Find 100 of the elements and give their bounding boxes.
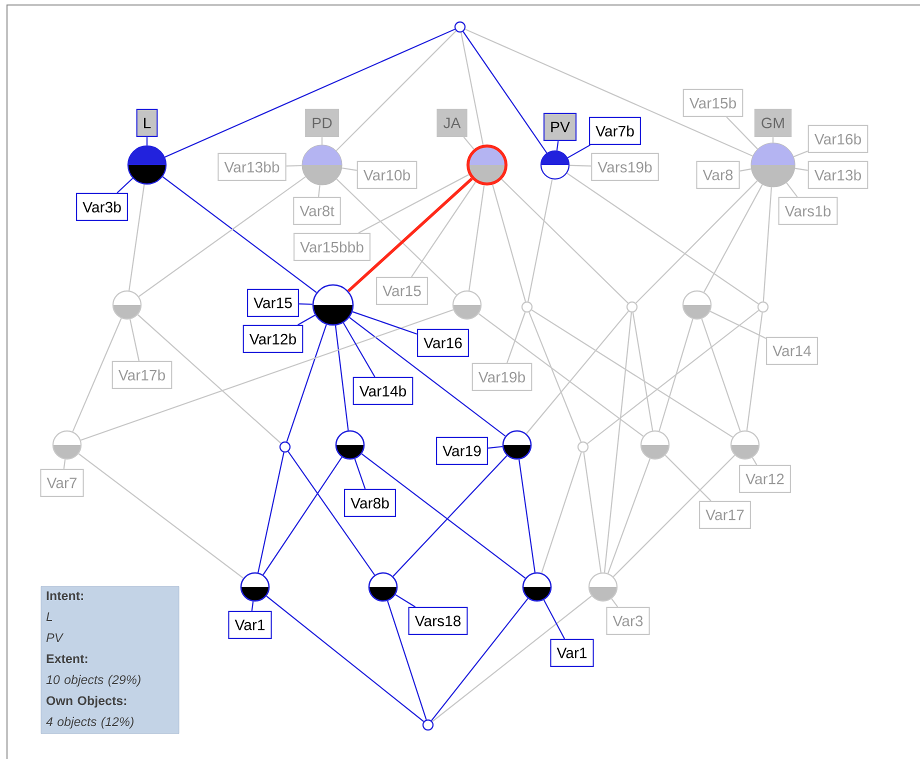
object-label: Var7: [40, 468, 84, 498]
lattice-line: [462, 31, 548, 154]
object-label: Var16: [417, 328, 469, 358]
object-label: Var7b: [589, 116, 641, 146]
connector-line: [352, 311, 418, 335]
connector-line: [342, 322, 376, 378]
concept-circle: [540, 150, 570, 180]
object-label: Var16b: [808, 124, 868, 154]
connector-line: [567, 144, 591, 158]
concept-circle: [240, 572, 270, 602]
lattice-line: [501, 178, 628, 304]
lattice-line: [528, 179, 553, 302]
lattice-line: [431, 598, 528, 721]
object-label: Var17: [699, 500, 752, 530]
concept-circle: [368, 572, 398, 602]
lattice-line: [80, 309, 454, 441]
lattice-line: [478, 313, 644, 437]
lattice-line: [78, 453, 244, 579]
connector-line: [664, 454, 712, 502]
object-label: Var13bb: [218, 152, 286, 182]
object-label: Var14b: [352, 376, 414, 406]
connector-line: [710, 310, 766, 339]
connector-line: [506, 312, 526, 364]
concept-circle: [454, 21, 466, 33]
object-label: Var8: [696, 160, 740, 190]
lattice-line: [636, 180, 758, 304]
connector-line: [543, 600, 566, 640]
object-label: Var15: [247, 288, 300, 318]
connector-line: [318, 185, 320, 197]
lattice-line: [701, 318, 741, 432]
lattice-line: [258, 452, 284, 573]
concept-circle: [682, 290, 712, 320]
object-label: Var15b: [682, 88, 744, 118]
connector-line: [794, 168, 808, 171]
lattice-line: [604, 312, 632, 573]
lattice-line: [392, 455, 508, 577]
connector-line: [410, 182, 476, 278]
connector-line: [726, 116, 758, 150]
lattice-line: [658, 318, 694, 432]
attribute-label: PD: [305, 108, 339, 138]
object-label: Vars1b: [778, 196, 838, 226]
connector-line: [395, 594, 416, 608]
lattice-line: [288, 451, 376, 576]
lattice-line: [361, 453, 526, 579]
object-label: Var8t: [293, 196, 341, 226]
lattice-line: [566, 172, 759, 304]
lattice-line: [336, 178, 457, 296]
tooltip-box: Intent: L PV Extent: 10 objects (29%) Own Objects: 4 objects (12%): [40, 586, 180, 734]
object-label: Var15: [376, 276, 428, 306]
connector-line: [793, 150, 808, 158]
lattice-line: [138, 176, 306, 297]
concept-circle: [750, 142, 796, 188]
lattice-line: [286, 324, 327, 442]
concept-circle: [279, 441, 291, 453]
object-label: Var12: [739, 464, 792, 494]
connector-line: [251, 601, 254, 612]
lattice-line: [347, 178, 473, 292]
lattice-line: [349, 317, 506, 437]
connector-line: [298, 314, 316, 326]
concept-circle: [422, 719, 434, 731]
lattice-line: [762, 187, 772, 302]
object-label: Vars18: [408, 606, 468, 636]
object-label: Var3b: [76, 192, 128, 222]
connector-line: [786, 182, 798, 198]
concept-circle: [466, 144, 508, 186]
concept-circle: [302, 144, 342, 186]
concept-circle: [52, 430, 82, 460]
concept-circle: [640, 430, 670, 460]
lattice-line: [460, 32, 484, 145]
object-label: Var12b: [242, 324, 304, 354]
object-label: Var3: [606, 606, 650, 636]
object-label: Var10b: [356, 160, 418, 190]
lattice-line: [492, 184, 526, 302]
lattice-line: [518, 459, 536, 572]
lattice-line: [266, 596, 424, 722]
attribute-label: GM: [754, 108, 792, 138]
object-label: Var8b: [344, 488, 396, 518]
lattice-line: [526, 310, 629, 434]
connector-line: [740, 168, 752, 172]
concept-circle: [312, 284, 354, 326]
concept-circle: [588, 572, 618, 602]
lattice-line: [334, 325, 349, 430]
object-label: Var13b: [808, 160, 868, 190]
lattice-line: [262, 456, 342, 576]
lattice-line: [128, 184, 145, 291]
object-label: Var19b: [472, 362, 532, 392]
concept-circle: [577, 441, 589, 453]
connector-line: [321, 137, 323, 145]
lattice-line: [336, 30, 456, 152]
connector-line: [463, 136, 474, 150]
lattice-line: [541, 452, 582, 574]
concept-circle: [452, 290, 482, 320]
lattice-line: [72, 318, 122, 432]
object-label: Var17b: [112, 360, 172, 390]
object-label: Var14: [766, 336, 818, 366]
attribute-label: JA: [436, 108, 468, 138]
connector-line: [354, 458, 366, 490]
concept-circle: [730, 430, 760, 460]
attribute-label: PV: [543, 112, 577, 142]
connector-line: [570, 164, 592, 167]
